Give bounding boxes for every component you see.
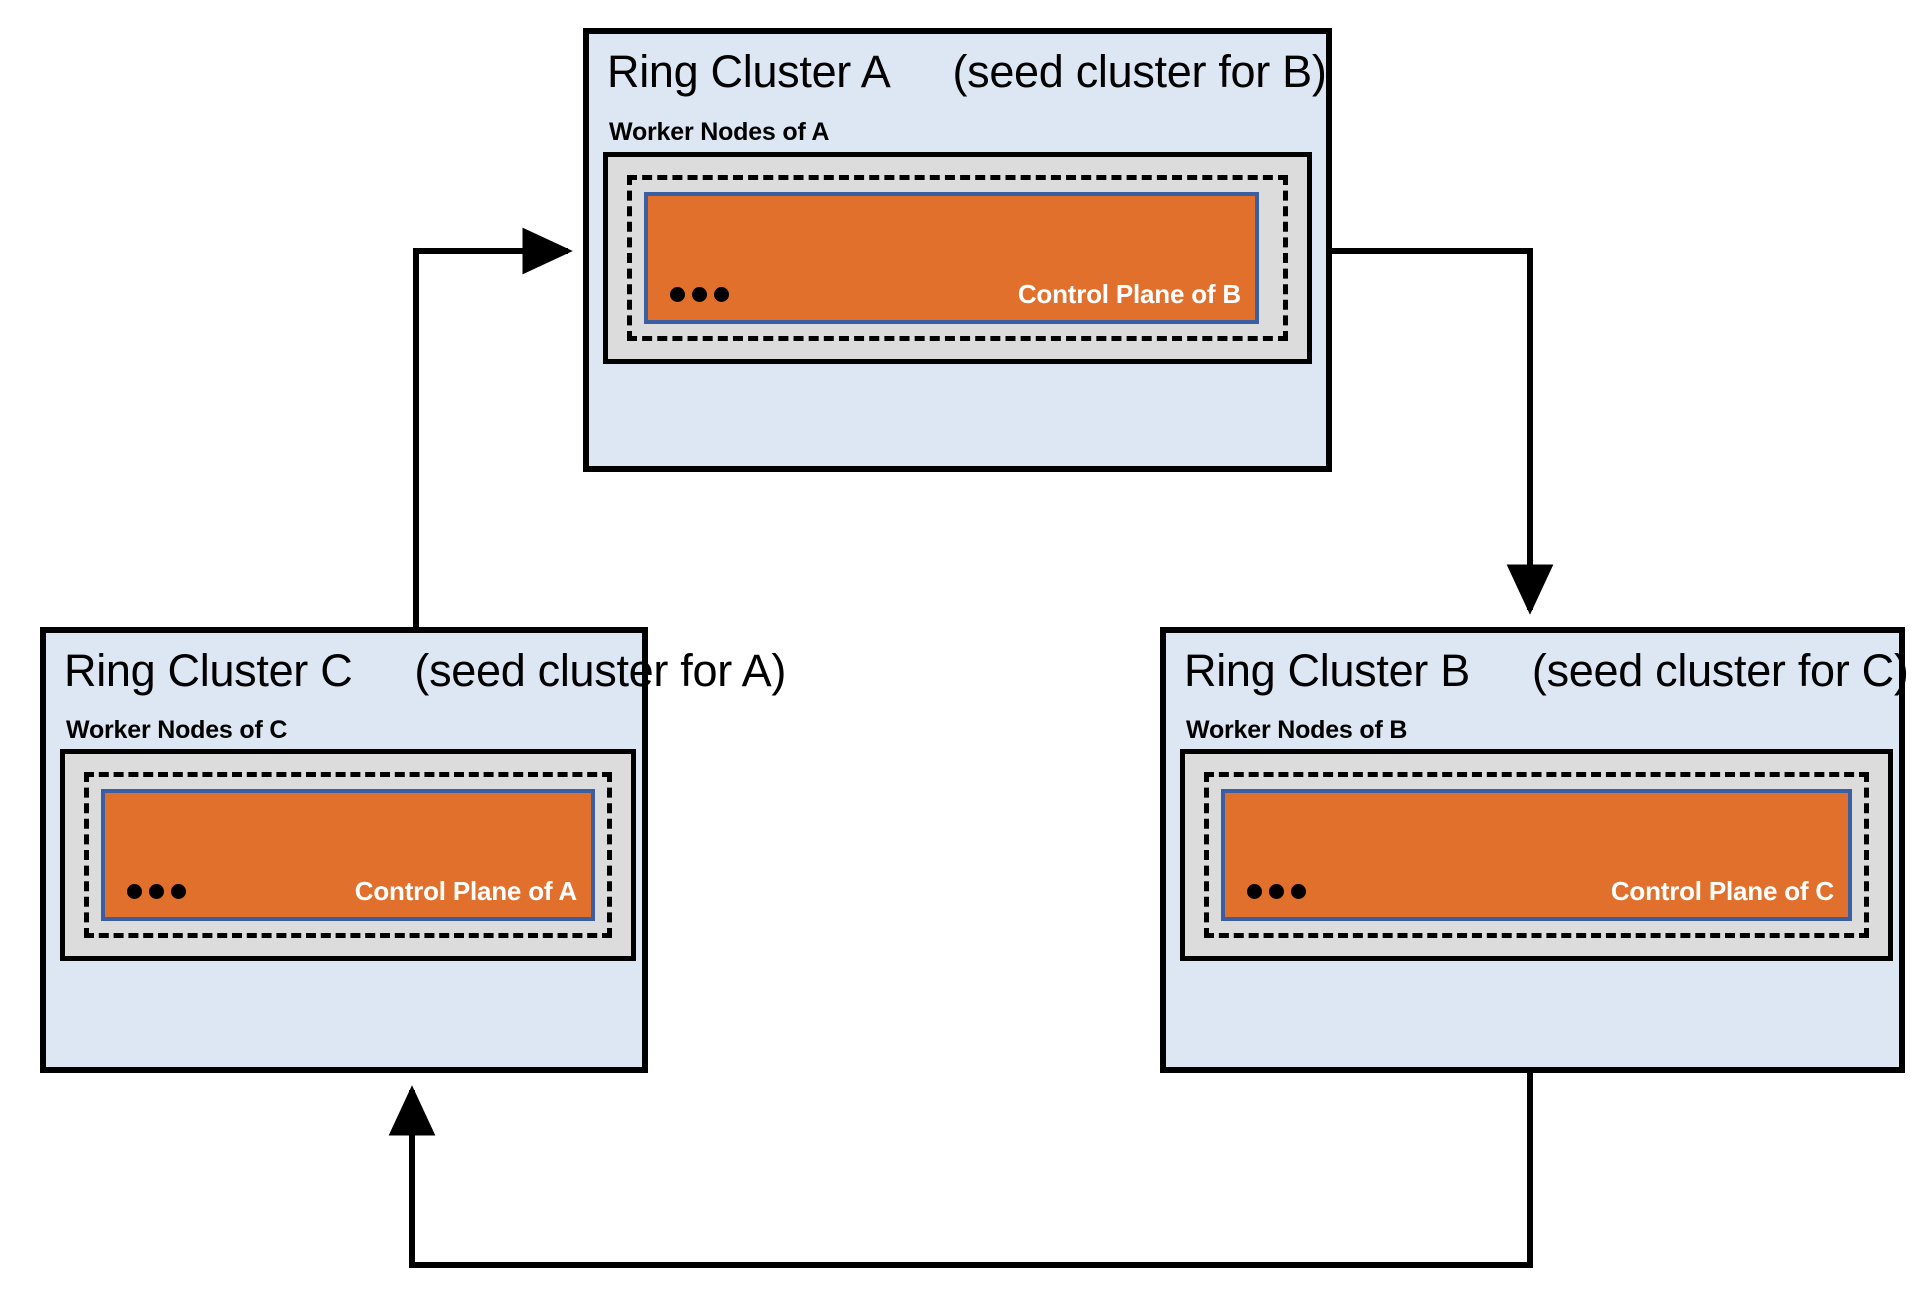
- cluster-b[interactable]: Ring Cluster B (seed cluster for C) Worke…: [1160, 627, 1909, 1073]
- cluster-a-ellipsis-dots: [670, 287, 729, 302]
- cluster-a-node-group: Control Plane of B: [627, 175, 1288, 341]
- cluster-a[interactable]: Ring Cluster A (seed cluster for B) Worke…: [583, 28, 1332, 472]
- cluster-b-name: Ring Cluster B: [1184, 645, 1470, 696]
- cluster-a-control-plane[interactable]: Control Plane of B: [644, 192, 1259, 324]
- cluster-c-control-plane-label: Control Plane of A: [354, 876, 577, 906]
- cluster-c-control-plane[interactable]: Control Plane of A: [101, 789, 595, 921]
- arrow-c-to-a: [413, 227, 573, 630]
- cluster-a-seed-note: (seed cluster for B): [952, 46, 1327, 97]
- arrow-a-to-b: [1332, 248, 1554, 615]
- cluster-c-node-group: Control Plane of A: [84, 772, 612, 938]
- cluster-a-name: Ring Cluster A: [607, 46, 891, 97]
- cluster-a-title: Ring Cluster A (seed cluster for B): [607, 46, 1327, 97]
- cluster-c-worker-box: Control Plane of A: [60, 749, 636, 961]
- cluster-a-worker-box: Control Plane of B: [603, 152, 1312, 364]
- cluster-c-title: Ring Cluster C (seed cluster for A): [64, 645, 786, 696]
- cluster-c[interactable]: Ring Cluster C (seed cluster for A) Worke…: [40, 627, 786, 1073]
- cluster-b-seed-note: (seed cluster for C): [1531, 645, 1909, 696]
- cluster-b-worker-label: Worker Nodes of B: [1186, 716, 1408, 744]
- arrow-b-to-c: [388, 1073, 1533, 1268]
- cluster-b-title: Ring Cluster B (seed cluster for C): [1184, 645, 1909, 696]
- cluster-b-control-plane-label: Control Plane of C: [1610, 876, 1834, 906]
- cluster-c-seed-note: (seed cluster for A): [414, 645, 787, 696]
- cluster-c-name: Ring Cluster C: [64, 645, 353, 696]
- cluster-b-control-plane[interactable]: Control Plane of C: [1221, 789, 1852, 921]
- cluster-b-worker-box: Control Plane of C: [1180, 749, 1893, 961]
- cluster-a-worker-label: Worker Nodes of A: [609, 118, 830, 146]
- cluster-c-worker-label: Worker Nodes of C: [66, 716, 288, 744]
- cluster-b-ellipsis-dots: [1247, 884, 1306, 899]
- cluster-b-node-group: Control Plane of C: [1204, 772, 1869, 938]
- cluster-a-control-plane-label: Control Plane of B: [1017, 279, 1241, 309]
- cluster-c-ellipsis-dots: [127, 884, 186, 899]
